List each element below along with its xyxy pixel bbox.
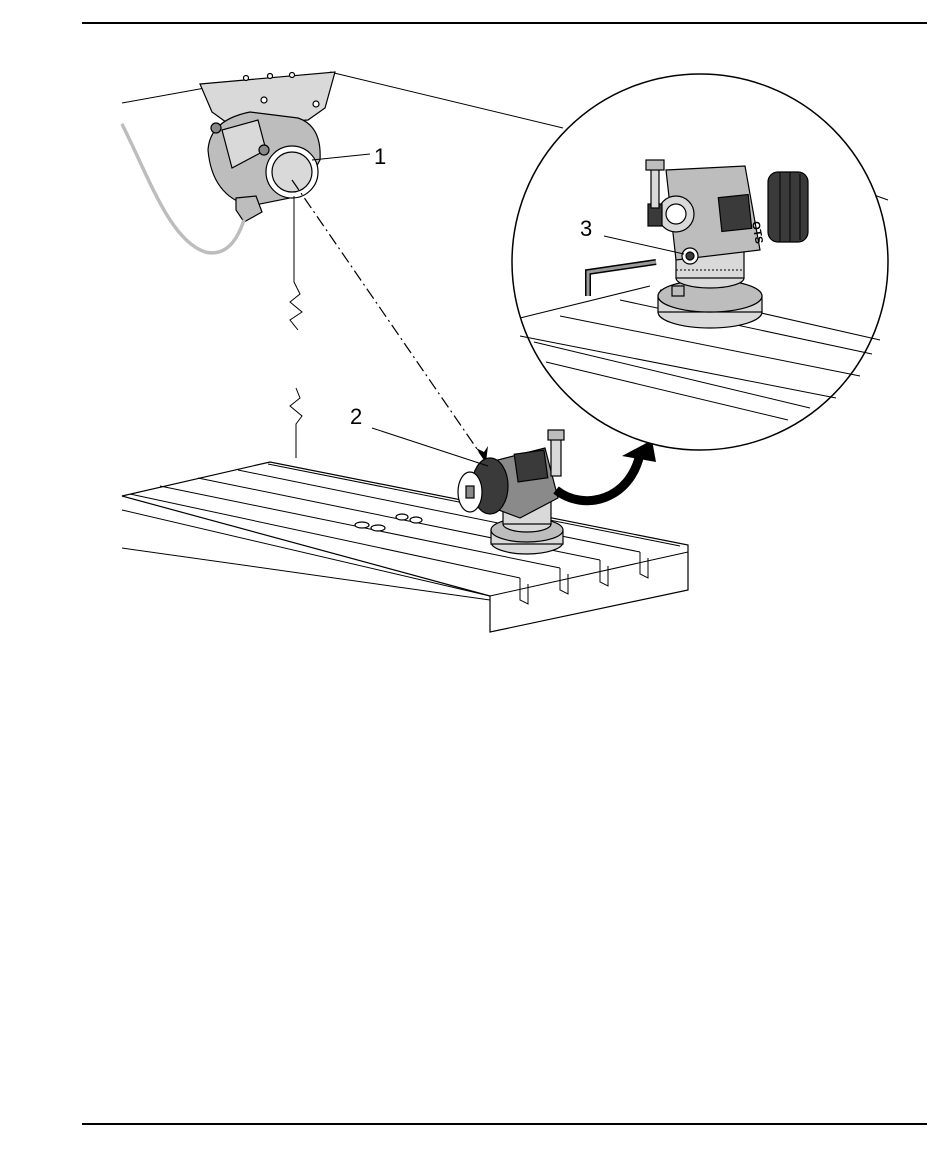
machine-table — [122, 462, 688, 632]
beam-line — [292, 180, 486, 462]
callout-1: 1 — [374, 144, 386, 169]
callout-2: 2 — [350, 404, 362, 429]
detail-circle: OTS — [512, 74, 888, 450]
spindle-probe-unit — [122, 72, 335, 253]
callout-3: 3 — [580, 216, 592, 241]
magnify-arrow — [556, 454, 640, 501]
leader-line-2 — [372, 428, 488, 466]
break-indicator — [290, 196, 302, 458]
